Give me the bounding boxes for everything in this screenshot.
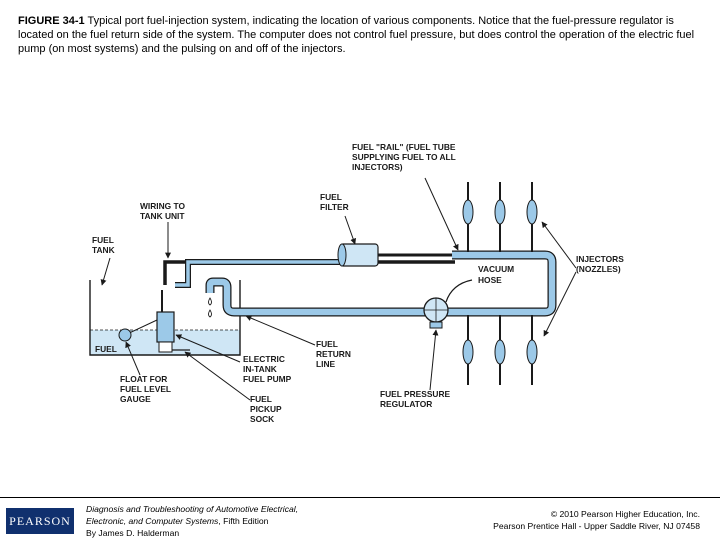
label-regulator-1: FUEL PRESSURE bbox=[380, 389, 451, 399]
label-pump-2: IN-TANK bbox=[243, 364, 277, 374]
fuel-injection-diagram: FUEL "RAIL" (FUEL TUBE SUPPLYING FUEL TO… bbox=[89, 142, 624, 424]
label-vacuum-2: HOSE bbox=[478, 275, 502, 285]
label-fuel-in-tank: FUEL bbox=[95, 344, 117, 354]
figure-caption: FIGURE 34-1 Typical port fuel-injection … bbox=[18, 14, 708, 56]
fuel-supply-line bbox=[175, 259, 340, 288]
label-tank-2: TANK bbox=[92, 245, 115, 255]
book-title-line1: Diagnosis and Troubleshooting of Automot… bbox=[86, 504, 299, 514]
copyright-line1: © 2010 Pearson Higher Education, Inc. bbox=[550, 509, 700, 519]
label-sock-2: PICKUP bbox=[250, 404, 282, 414]
book-author: By James D. Halderman bbox=[86, 528, 180, 538]
label-vacuum-1: VACUUM bbox=[478, 264, 514, 274]
label-injectors-1: INJECTORS bbox=[576, 254, 624, 264]
pearson-logo: PEARSON bbox=[6, 508, 74, 534]
label-return-3: LINE bbox=[316, 359, 335, 369]
float-gauge bbox=[118, 319, 158, 342]
label-regulator-2: REGULATOR bbox=[380, 399, 432, 409]
caption-text: Typical port fuel-injection system, indi… bbox=[18, 15, 695, 55]
fuel-pressure-regulator bbox=[423, 297, 449, 329]
label-float-2: FUEL LEVEL bbox=[120, 384, 171, 394]
label-tank-1: FUEL bbox=[92, 235, 114, 245]
leader-arrows bbox=[100, 177, 577, 401]
injectors-top bbox=[462, 182, 538, 252]
label-float-3: GAUGE bbox=[120, 394, 151, 404]
label-filter-1: FUEL bbox=[320, 192, 342, 202]
label-injectors-2: (NOZZLES) bbox=[576, 264, 621, 274]
copyright-line2: Pearson Prentice Hall - Upper Saddle Riv… bbox=[493, 521, 700, 531]
label-wiring-2: TANK UNIT bbox=[140, 211, 185, 221]
in-tank-fuel-pump bbox=[156, 290, 190, 353]
copyright: © 2010 Pearson Higher Education, Inc. Pe… bbox=[493, 508, 700, 532]
book-title-line2: Electronic, and Computer Systems bbox=[86, 516, 219, 526]
label-sock-1: FUEL bbox=[250, 394, 272, 404]
footer-divider bbox=[0, 497, 720, 498]
figure-label: FIGURE 34-1 bbox=[18, 15, 85, 27]
book-citation: Diagnosis and Troubleshooting of Automot… bbox=[86, 503, 298, 539]
book-edition: , Fifth Edition bbox=[218, 516, 269, 526]
label-pump-1: ELECTRIC bbox=[243, 354, 285, 364]
label-fuel-rail-3: INJECTORS) bbox=[352, 162, 403, 172]
fuel-return-line bbox=[205, 277, 425, 318]
fuel-filter bbox=[337, 243, 455, 267]
label-sock-3: SOCK bbox=[250, 414, 274, 424]
vacuum-hose bbox=[445, 279, 473, 303]
label-return-1: FUEL bbox=[316, 339, 338, 349]
label-return-2: RETURN bbox=[316, 349, 351, 359]
label-float-1: FLOAT FOR bbox=[120, 374, 167, 384]
fuel-rail bbox=[440, 250, 557, 317]
label-fuel-rail-2: SUPPLYING FUEL TO ALL bbox=[352, 152, 456, 162]
label-filter-2: FILTER bbox=[320, 202, 349, 212]
injectors-bottom bbox=[462, 315, 538, 385]
label-wiring-1: WIRING TO bbox=[140, 201, 185, 211]
label-pump-3: FUEL PUMP bbox=[243, 374, 292, 384]
label-fuel-rail-1: FUEL "RAIL" (FUEL TUBE bbox=[352, 142, 456, 152]
